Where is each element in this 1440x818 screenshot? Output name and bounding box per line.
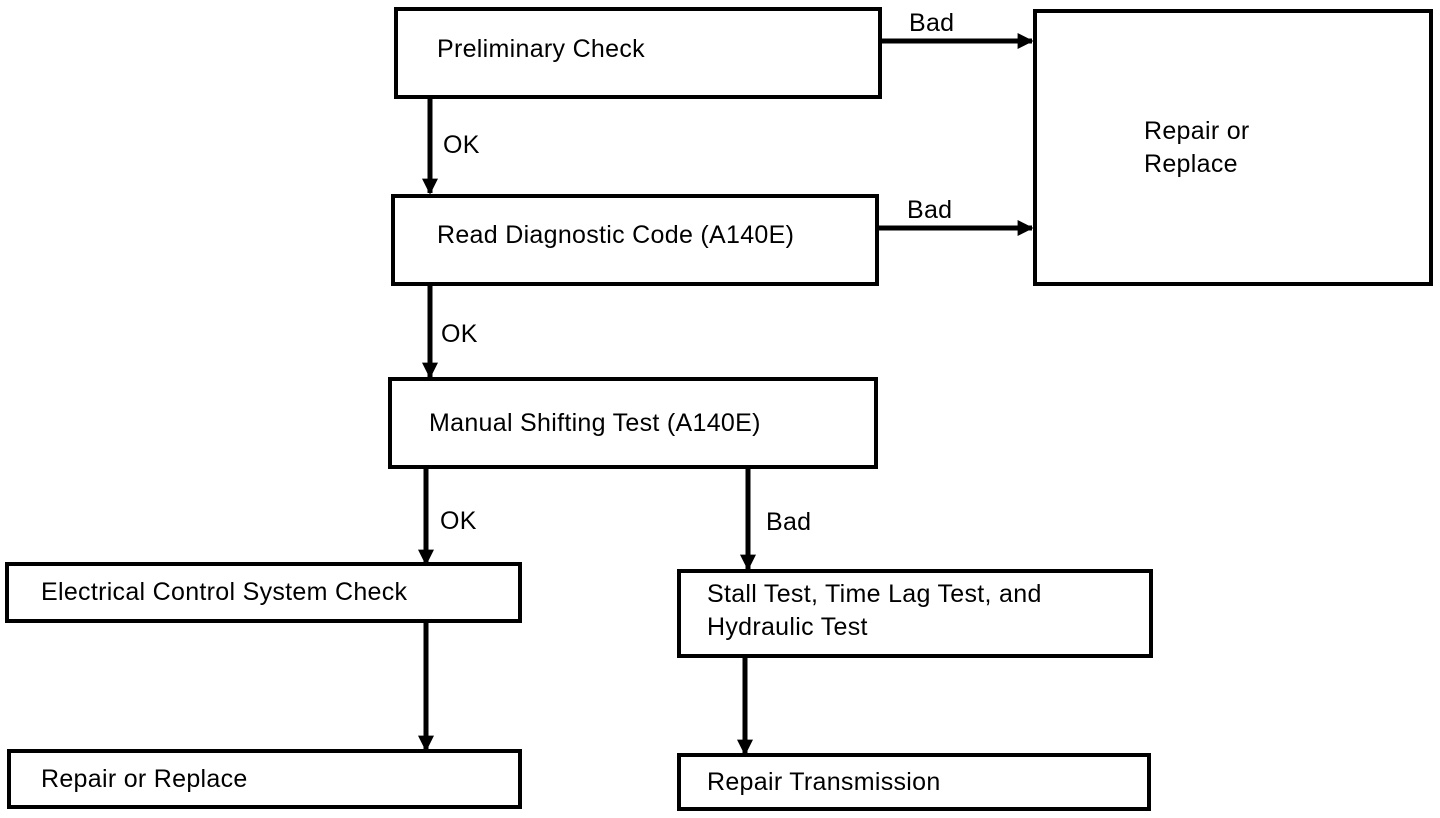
stall-test-label-line1: Stall Test, Time Lag Test, and [707,580,1042,608]
edge-label-bad-manual: Bad [766,508,812,536]
edge-label-ok-preliminary: OK [443,131,480,159]
manual-shifting-test-label: Manual Shifting Test (A140E) [429,409,761,437]
electrical-control-system-check-box: Electrical Control System Check [5,562,522,623]
edge-label-ok-diagnostic: OK [441,320,478,348]
manual-shifting-test-box: Manual Shifting Test (A140E) [388,377,878,469]
electrical-control-system-check-label: Electrical Control System Check [41,578,408,606]
preliminary-check-label: Preliminary Check [437,35,645,63]
repair-transmission-label: Repair Transmission [707,768,941,796]
stall-test-label-line2: Hydraulic Test [707,613,868,641]
edge-label-bad-diagnostic: Bad [907,196,953,224]
repair-or-replace-bottom-label: Repair or Replace [41,765,248,793]
preliminary-check-box: Preliminary Check [394,7,882,99]
repair-or-replace-bottom-box: Repair or Replace [7,749,522,809]
edge-label-bad-preliminary: Bad [909,9,955,37]
read-diagnostic-code-label: Read Diagnostic Code (A140E) [437,221,795,249]
repair-transmission-box: Repair Transmission [677,753,1151,811]
repair-or-replace-top-box: Repair or Replace [1033,9,1433,286]
repair-or-replace-top-label-line1: Repair or [1144,117,1250,145]
read-diagnostic-code-box: Read Diagnostic Code (A140E) [391,194,879,286]
repair-or-replace-top-label-line2: Replace [1144,150,1238,178]
edge-label-ok-manual: OK [440,507,477,535]
stall-test-box: Stall Test, Time Lag Test, and Hydraulic… [677,569,1153,658]
